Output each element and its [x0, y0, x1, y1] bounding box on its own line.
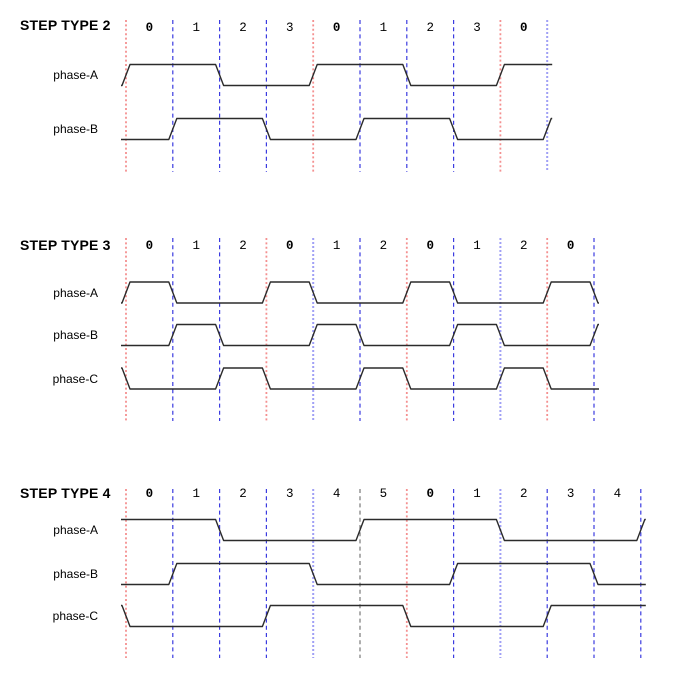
step-label: 1 — [192, 21, 200, 35]
waveform-step-type-3-phase-C — [121, 367, 599, 390]
step-label: 3 — [286, 21, 294, 35]
step-label: 4 — [332, 487, 341, 501]
step-label: 3 — [286, 487, 294, 501]
step-label: 2 — [520, 239, 528, 253]
section-title: STEP TYPE 3 — [20, 237, 111, 253]
phase-label: phase-C — [52, 371, 98, 386]
step-label: 0 — [566, 239, 575, 253]
waveform-step-type-2-phase-B — [121, 117, 553, 141]
phase-label: phase-A — [53, 68, 98, 82]
step-label: 1 — [192, 487, 200, 501]
step-label: 1 — [473, 487, 481, 501]
phase-label: phase-B — [53, 122, 98, 136]
waveform-step-type-4-phase-B — [121, 562, 646, 586]
waveform-step-type-3-phase-B — [121, 323, 599, 347]
step-label: 0 — [520, 21, 528, 35]
phase-label: phase-B — [53, 567, 98, 581]
step-label: 3 — [566, 487, 575, 501]
step-label: 1 — [473, 239, 481, 253]
phase-label: phase-A — [53, 285, 98, 300]
step-label: 0 — [426, 487, 434, 501]
phase-label: phase-B — [53, 328, 98, 342]
waveform-step-type-4-phase-C — [121, 604, 646, 628]
step-label: 0 — [332, 21, 341, 35]
step-label: 0 — [286, 239, 294, 253]
step-label: 2 — [239, 239, 247, 253]
step-label: 1 — [192, 239, 200, 253]
step-label: 5 — [379, 487, 388, 501]
step-label: 1 — [332, 239, 341, 253]
waveform-step-type-2-phase-A — [121, 63, 553, 87]
step-label: 0 — [145, 487, 154, 501]
step-label: 0 — [145, 21, 154, 35]
step-label: 0 — [426, 239, 434, 253]
phase-label: phase-A — [53, 523, 98, 537]
step-label: 2 — [426, 21, 434, 35]
waveform-step-type-4-phase-A — [121, 518, 646, 542]
step-label: 2 — [239, 21, 247, 35]
step-label: 2 — [379, 239, 388, 253]
waveform-step-type-3-phase-A — [121, 281, 599, 304]
step-label: 2 — [520, 487, 528, 501]
step-label: 0 — [145, 239, 154, 253]
section-title: STEP TYPE 2 — [20, 17, 111, 33]
step-label: 4 — [613, 487, 622, 501]
phase-label: phase-C — [52, 609, 98, 623]
step-label: 1 — [379, 21, 388, 35]
step-label: 3 — [473, 21, 481, 35]
step-label: 2 — [239, 487, 247, 501]
section-title: STEP TYPE 4 — [20, 485, 111, 501]
